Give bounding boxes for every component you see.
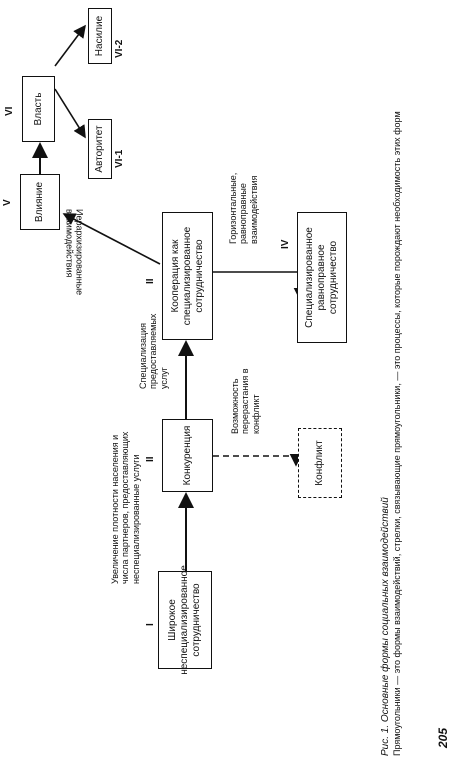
page-number: 205 xyxy=(436,727,450,748)
box-broad-cooperation: Широкое неспециализированное сотрудничес… xyxy=(158,565,212,675)
label-density: Увеличение плотности населения и числа п… xyxy=(110,431,141,584)
roman-ii-competition: II xyxy=(145,456,156,462)
roman-v: V xyxy=(2,199,13,206)
box-violence: Насилие xyxy=(88,8,112,64)
box-cooperation: Кооперация как специализированное сотруд… xyxy=(162,212,213,340)
box-influence-label: Влияние xyxy=(34,181,45,223)
roman-ii-cooperation: II xyxy=(145,278,156,284)
roman-vi-2: VI-2 xyxy=(114,39,125,58)
box-power-label: Власть xyxy=(32,92,44,126)
box-conflict-label: Конфликт xyxy=(314,440,325,486)
label-hierarchical: Иерархизированные взаимодействия xyxy=(64,209,85,296)
roman-i: I xyxy=(145,623,156,626)
box-violence-label: Насилие xyxy=(94,15,105,57)
roman-vi-1: VI-1 xyxy=(114,149,125,168)
arrow-cooperation-to-equal xyxy=(213,271,307,301)
box-conflict: Конфликт xyxy=(298,428,342,498)
box-broad-cooperation-label: Широкое неспециализированное сотрудничес… xyxy=(167,565,202,675)
caption-text: Прямоугольники — это формы взаимодействи… xyxy=(392,111,402,756)
box-competition-label: Конкуренция xyxy=(181,425,193,486)
arrow-power-to-authority xyxy=(54,88,86,139)
label-horizontal: Горизонтальные, равноправные взаимодейст… xyxy=(228,172,259,244)
figure-caption: Рис. 1. Основные формы социальных взаимо… xyxy=(380,0,403,756)
box-equal-cooperation: Специализированное равноправное сотрудни… xyxy=(297,212,347,343)
box-competition: Конкуренция xyxy=(162,419,213,492)
box-authority-label: Авторитет xyxy=(94,125,105,173)
roman-iv: IV xyxy=(280,239,291,249)
arrow-power-to-violence xyxy=(54,24,86,67)
box-cooperation-label: Кооперация как специализированное сотруд… xyxy=(169,226,205,326)
arrow-competition-to-conflict xyxy=(213,453,303,467)
label-escalation: Возможность перерастания в конфликт xyxy=(230,368,261,434)
label-specialization: Специализация предоставляемых услуг xyxy=(138,313,169,389)
box-influence: Влияние xyxy=(20,174,60,230)
arrow-cooperation-to-influence xyxy=(62,213,161,265)
box-authority: Авторитет xyxy=(88,119,112,179)
roman-vi: VI xyxy=(4,106,15,116)
caption-title: Рис. 1. Основные формы социальных взаимо… xyxy=(380,497,391,756)
box-power: Власть xyxy=(22,76,55,142)
box-equal-cooperation-label: Специализированное равноправное сотрудни… xyxy=(304,227,339,328)
